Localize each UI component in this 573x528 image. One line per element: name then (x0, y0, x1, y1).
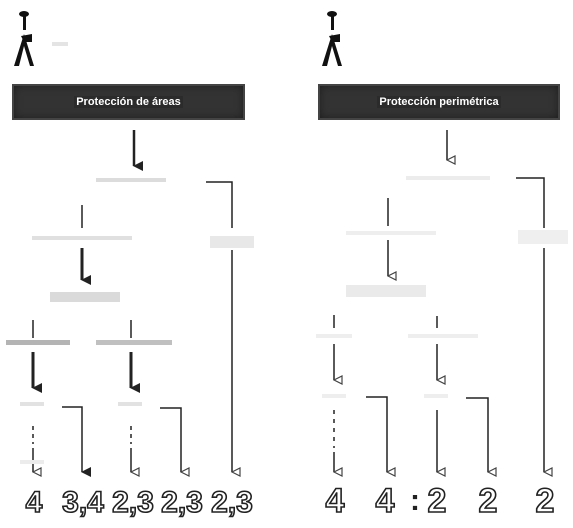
faint-node (50, 292, 120, 302)
faint-node (118, 402, 142, 406)
area-protection-title: Protección de áreas (12, 84, 245, 120)
result-value: 4 (25, 486, 43, 519)
faint-label (52, 42, 68, 46)
faint-node (408, 334, 478, 338)
perimeter-protection-title: Protección perimétrica (318, 84, 560, 120)
faint-node (406, 176, 490, 180)
result-value: 2 (478, 482, 499, 520)
faint-node (518, 230, 568, 244)
person-icon (322, 11, 342, 66)
faint-node (96, 178, 166, 182)
result-value: 4 (375, 482, 396, 520)
result-value: 2,3 (111, 486, 154, 519)
faint-node (20, 460, 44, 464)
person-icon (14, 11, 34, 66)
result-value: 2,3 (210, 486, 253, 519)
left-connectors (31, 130, 232, 477)
faint-node (210, 236, 254, 248)
result-value: 3,4 (61, 486, 104, 519)
faint-node (322, 394, 346, 398)
faint-node (6, 340, 70, 345)
result-value: 2 (535, 482, 556, 520)
result-value: 2,3 (160, 486, 203, 519)
right-connectors (334, 130, 544, 472)
area-protection-title-text: Protección de áreas (74, 96, 183, 108)
faint-node (424, 394, 448, 398)
result-value: 4 (325, 482, 346, 520)
result-separator: : (410, 484, 420, 517)
faint-node (32, 236, 132, 240)
result-value: 2 (427, 482, 448, 520)
faint-node (346, 285, 426, 297)
faint-node (346, 231, 436, 235)
perimeter-protection-title-text: Protección perimétrica (377, 96, 501, 108)
faint-node (20, 402, 44, 406)
faint-node (96, 340, 172, 345)
faint-node (316, 334, 352, 338)
